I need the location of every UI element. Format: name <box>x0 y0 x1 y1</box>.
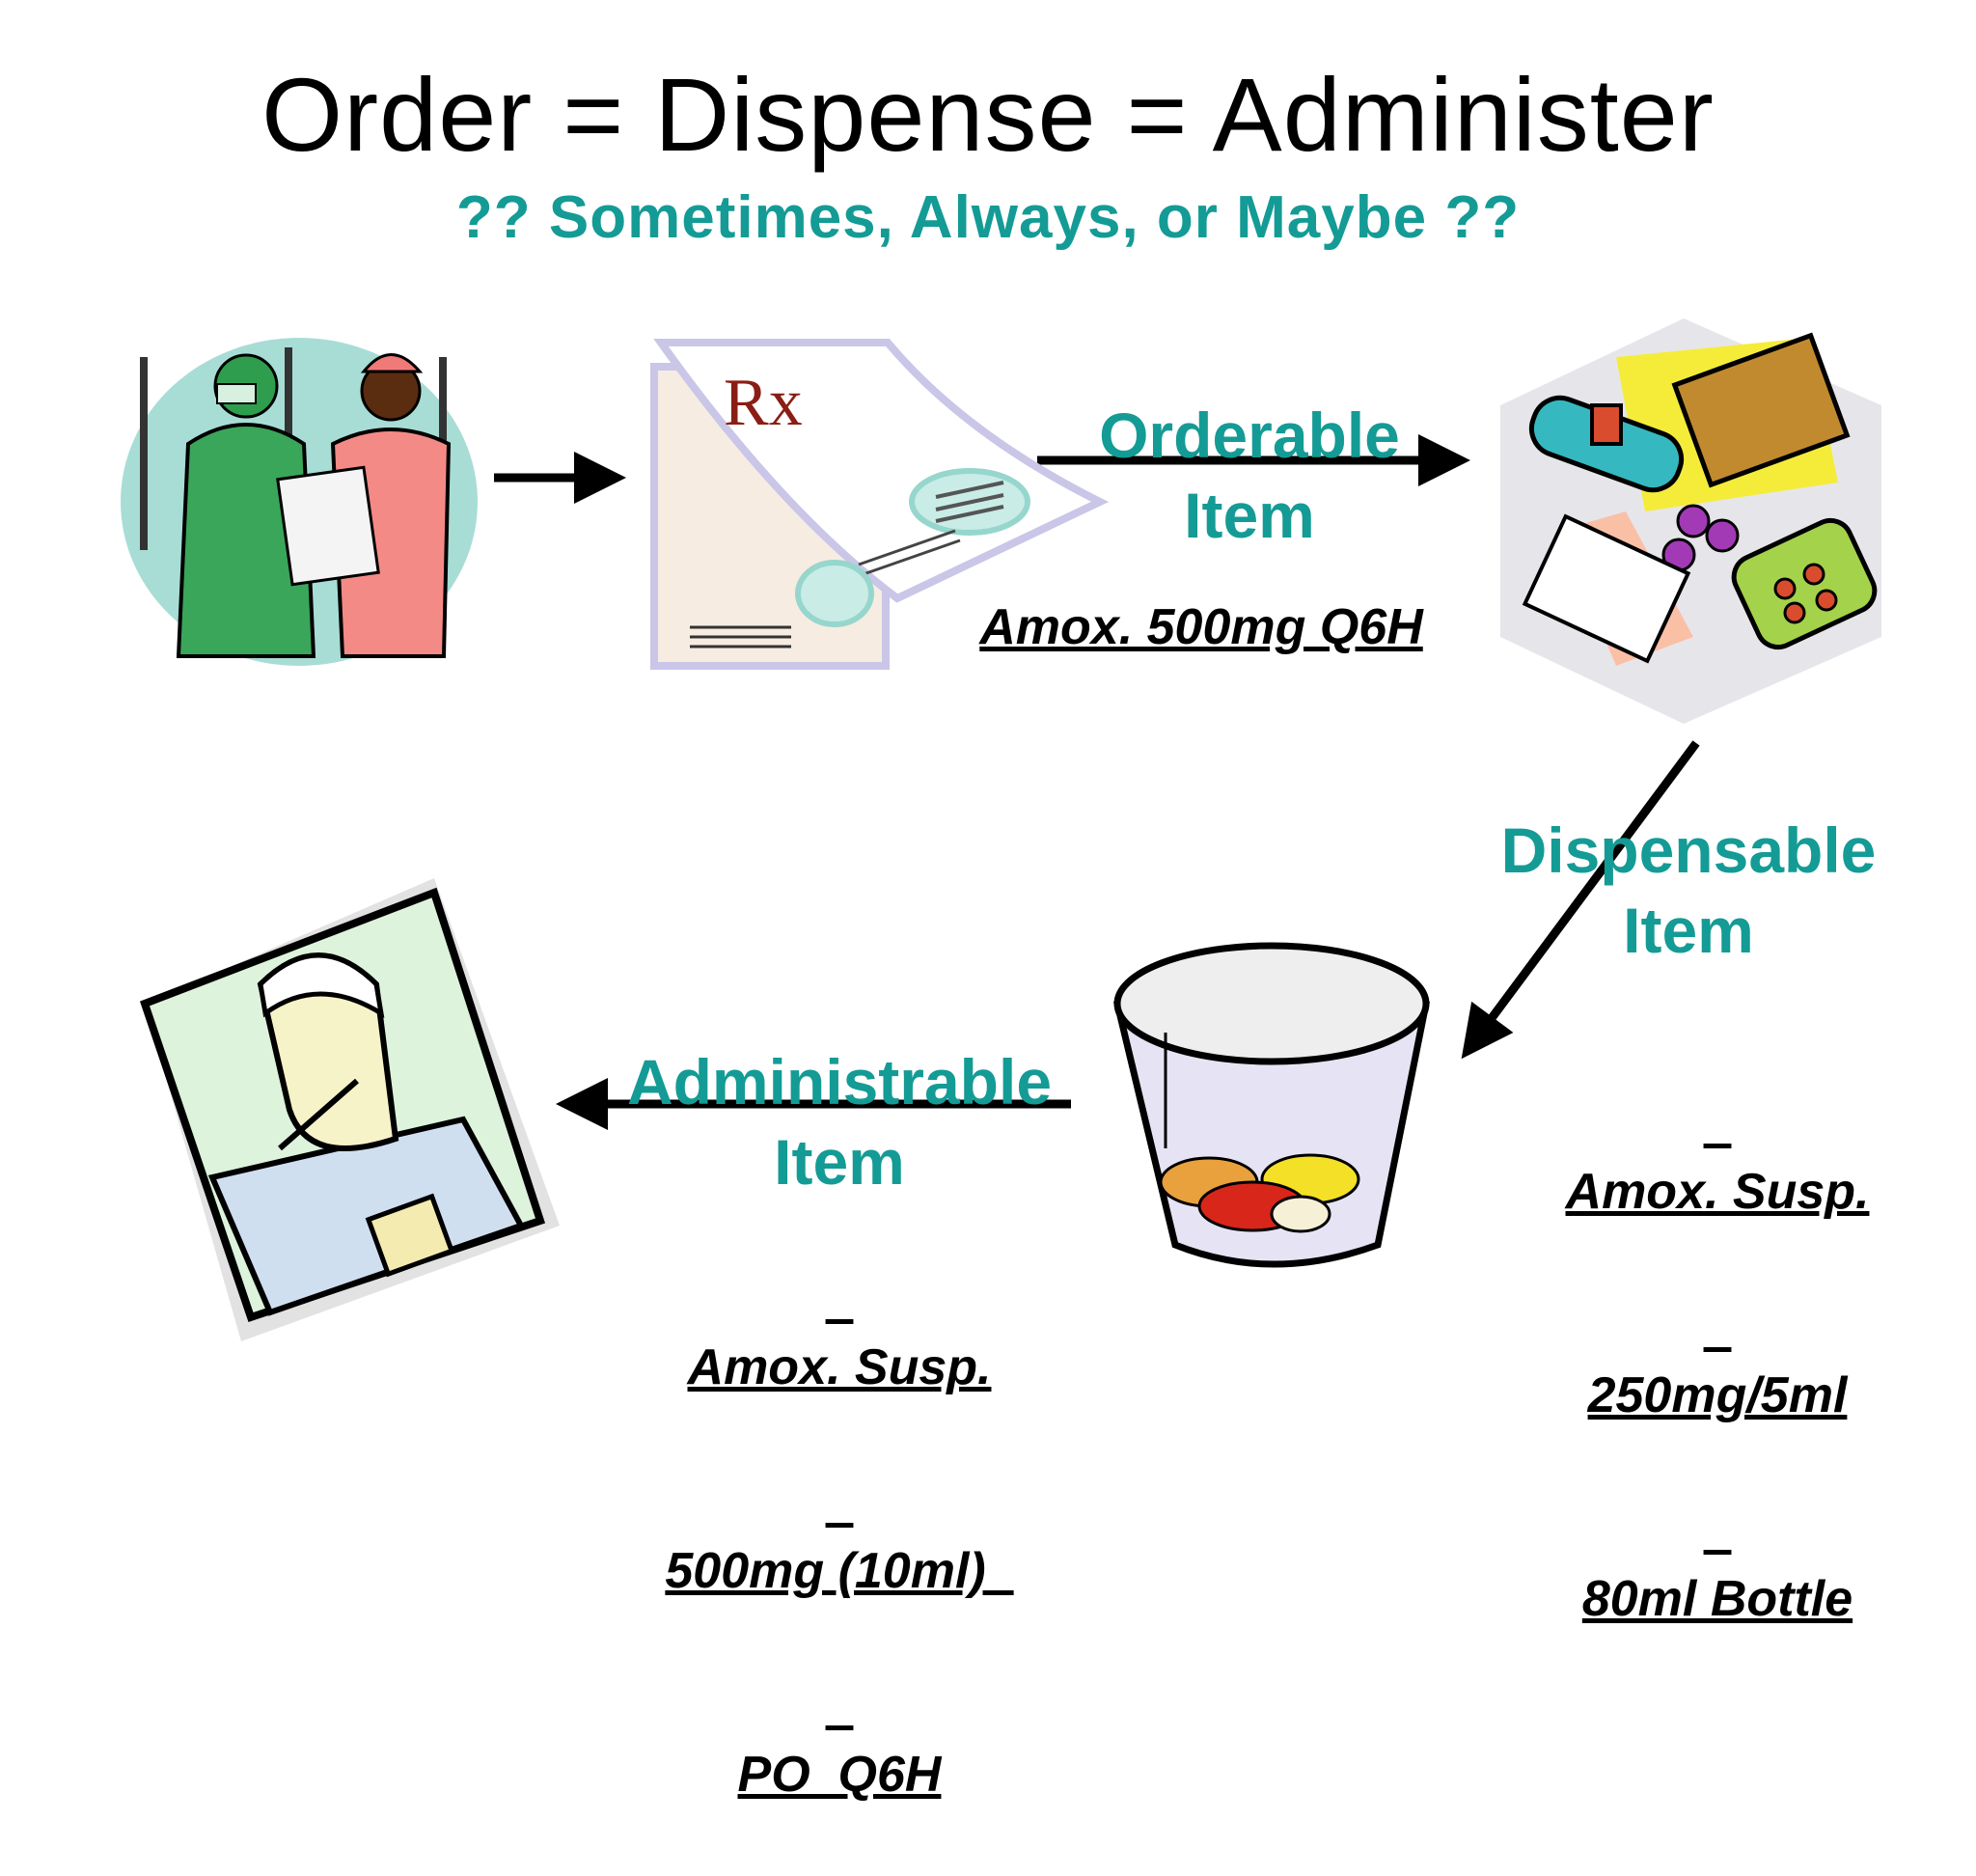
orderable-item-label: Orderable Item <box>1037 396 1462 555</box>
doctor-and-nurse-icon <box>121 338 478 666</box>
pill-cup-icon <box>1112 942 1430 1268</box>
medications-pile-icon <box>1500 318 1881 724</box>
administrable-example: Amox. Susp. 500mg (10ml) PO Q6H <box>608 1199 1071 1876</box>
administrable-item-label: Administrable Item <box>608 1042 1071 1201</box>
dispensable-label-line1: Dispensable <box>1500 814 1877 886</box>
page-title: Order = Dispense = Administer <box>261 56 1715 173</box>
administrable-example-line1: Amox. Susp. <box>687 1339 992 1396</box>
rx-prescription-icon: Rx <box>650 339 1110 670</box>
dispensable-example: Amox. Susp. 250mg/5ml 80ml Bottle <box>1505 1023 1930 1700</box>
orderable-label-line1: Orderable <box>1099 400 1400 471</box>
dispensable-example-line2: 250mg/5ml <box>1587 1366 1848 1423</box>
dispensable-label-line2: Item <box>1623 894 1754 966</box>
page-subtitle: ?? Sometimes, Always, or Maybe ?? <box>455 184 1521 251</box>
dispensable-item-label: Dispensable Item <box>1486 811 1891 970</box>
orderable-example: Amox. 500mg Q6H <box>979 599 1423 655</box>
orderable-label-line2: Item <box>1184 479 1315 551</box>
administrable-label-line2: Item <box>774 1125 905 1198</box>
administrable-label-line1: Administrable <box>626 1046 1053 1117</box>
administrable-example-line3: PO Q6H <box>737 1746 942 1803</box>
dispensable-example-line3: 80ml Bottle <box>1581 1570 1853 1627</box>
sick-patient-icon <box>139 878 560 1341</box>
rx-letters: Rx <box>724 366 803 440</box>
administrable-example-line2: 500mg (10ml) <box>665 1542 1014 1599</box>
dispensable-example-line1: Amox. Susp. <box>1565 1164 1870 1221</box>
